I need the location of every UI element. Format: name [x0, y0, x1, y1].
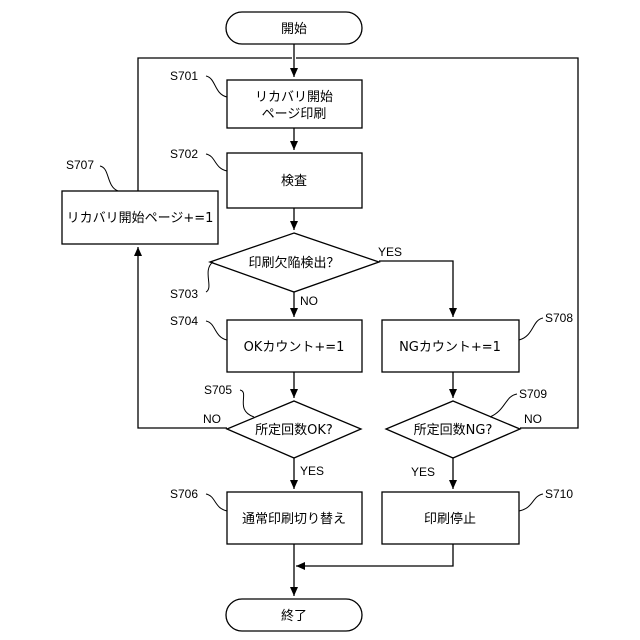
s706-label: 通常印刷切り替え — [242, 512, 346, 527]
node-s703-decision: 印刷欠陥検出？ — [210, 233, 379, 292]
node-s710: 印刷停止 — [382, 492, 519, 544]
node-start: 開始 — [226, 12, 362, 44]
node-s707: リカバリ開始ページ+=1 — [62, 191, 218, 244]
step-s708: S708 — [545, 311, 573, 325]
s705-no-label: NO — [203, 412, 221, 426]
step-s704: S704 — [170, 314, 198, 328]
node-s706: 通常印刷切り替え — [227, 492, 362, 544]
step-s701: S701 — [170, 69, 198, 83]
s705-label: 所定回数OK? — [255, 423, 333, 438]
node-s701: リカバリ開始 ページ印刷 — [227, 80, 362, 128]
arrow-s703-yes-to-s708 — [379, 261, 453, 317]
arrow-s705-no-to-s707 — [138, 247, 227, 428]
s709-no-label: NO — [524, 412, 542, 426]
s701-label-line2: ページ印刷 — [262, 107, 327, 122]
s703-yes-label: YES — [378, 245, 402, 259]
step-s707: S707 — [66, 158, 94, 172]
s704-label: OKカウント+=1 — [244, 340, 345, 355]
s710-label: 印刷停止 — [424, 511, 476, 527]
end-label: 終了 — [281, 608, 307, 624]
arrow-s710-to-merge — [296, 544, 453, 566]
node-s702: 検査 — [227, 153, 362, 208]
start-label: 開始 — [281, 22, 307, 37]
s707-label: リカバリ開始ページ+=1 — [67, 211, 214, 226]
s703-label: 印刷欠陥検出？ — [248, 255, 339, 271]
step-s710: S710 — [545, 487, 573, 501]
node-s708: NGカウント+=1 — [382, 320, 519, 372]
s701-label-line1: リカバリ開始 — [255, 90, 333, 105]
node-s704: OKカウント+=1 — [227, 320, 362, 372]
step-s702: S702 — [170, 147, 198, 161]
s708-label: NGカウント+=1 — [399, 340, 501, 355]
step-s709: S709 — [519, 387, 547, 401]
s705-yes-label: YES — [300, 464, 324, 478]
s709-yes-label: YES — [411, 465, 435, 479]
s703-no-label: NO — [300, 294, 318, 308]
s709-label: 所定回数NG? — [414, 423, 493, 438]
step-s705: S705 — [204, 383, 232, 397]
node-end: 終了 — [226, 599, 362, 631]
node-s705-decision: 所定回数OK? — [227, 401, 361, 458]
s702-label: 検査 — [281, 174, 307, 189]
step-s706: S706 — [170, 487, 198, 501]
step-s703: S703 — [170, 287, 198, 301]
